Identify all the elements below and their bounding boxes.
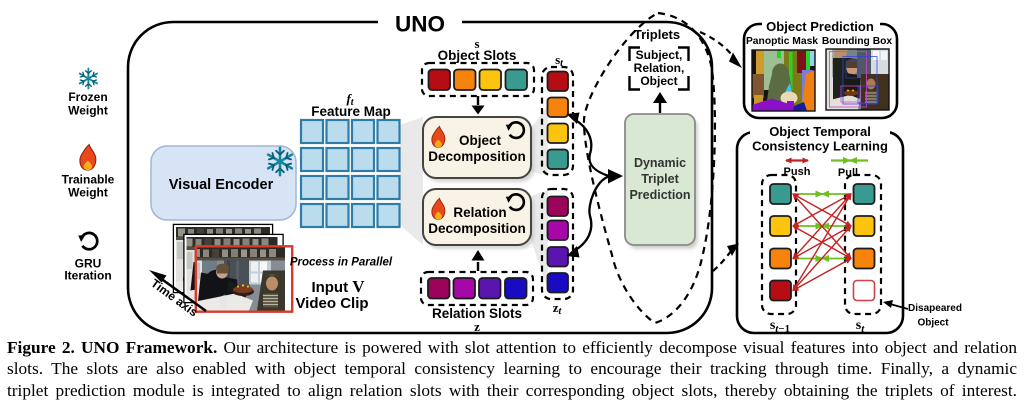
svg-text:Object: Object	[917, 318, 949, 329]
svg-text:z: z	[474, 319, 480, 334]
svg-text:Disapeared: Disapeared	[908, 303, 962, 314]
svg-text:Object Temporal: Object Temporal	[769, 124, 871, 139]
svg-text:Decomposition: Decomposition	[428, 149, 526, 164]
svg-text:Pull: Pull	[838, 167, 858, 179]
svg-text:UNO: UNO	[395, 12, 445, 37]
svg-text:Object Slots: Object Slots	[438, 48, 517, 63]
svg-text:GRU: GRU	[75, 257, 102, 271]
svg-text:Push: Push	[784, 166, 811, 178]
svg-text:Consistency Learning: Consistency Learning	[752, 139, 888, 154]
svg-text:Weight: Weight	[68, 104, 108, 118]
svg-text:ft: ft	[346, 91, 354, 108]
svg-text:Iteration: Iteration	[64, 269, 111, 283]
svg-text:Relation Slots: Relation Slots	[432, 306, 522, 321]
svg-text:s: s	[474, 36, 479, 51]
svg-text:Visual Encoder: Visual Encoder	[169, 177, 274, 193]
svg-text:Prediction: Prediction	[629, 188, 690, 202]
svg-text:Video Clip: Video Clip	[295, 295, 368, 312]
svg-text:Panoptic Mask: Panoptic Mask	[746, 36, 818, 47]
svg-text:st: st	[856, 318, 865, 335]
svg-text:Feature Map: Feature Map	[311, 104, 391, 119]
svg-text:st: st	[555, 52, 564, 69]
svg-text:Decomposition: Decomposition	[428, 221, 526, 236]
svg-text:Trainable: Trainable	[62, 173, 115, 187]
svg-text:Process in Parallel: Process in Parallel	[290, 257, 393, 269]
svg-text:Object: Object	[459, 133, 502, 148]
svg-text:Triplet: Triplet	[641, 172, 679, 186]
svg-text:Relation,: Relation,	[634, 61, 685, 75]
svg-text:Frozen: Frozen	[68, 90, 107, 104]
svg-text:Input V: Input V	[311, 277, 365, 296]
svg-text:Object: Object	[640, 74, 677, 88]
svg-text:Triplets: Triplets	[634, 27, 680, 42]
svg-text:st−1: st−1	[770, 318, 790, 335]
svg-text:Subject,: Subject,	[636, 48, 683, 62]
svg-text:Weight: Weight	[68, 186, 108, 200]
svg-text:Object Prediction: Object Prediction	[766, 19, 874, 34]
svg-text:Dynamic: Dynamic	[634, 156, 686, 170]
svg-text:Bounding Box: Bounding Box	[822, 36, 893, 47]
svg-text:Relation: Relation	[453, 205, 506, 220]
svg-text:zt: zt	[553, 300, 563, 317]
